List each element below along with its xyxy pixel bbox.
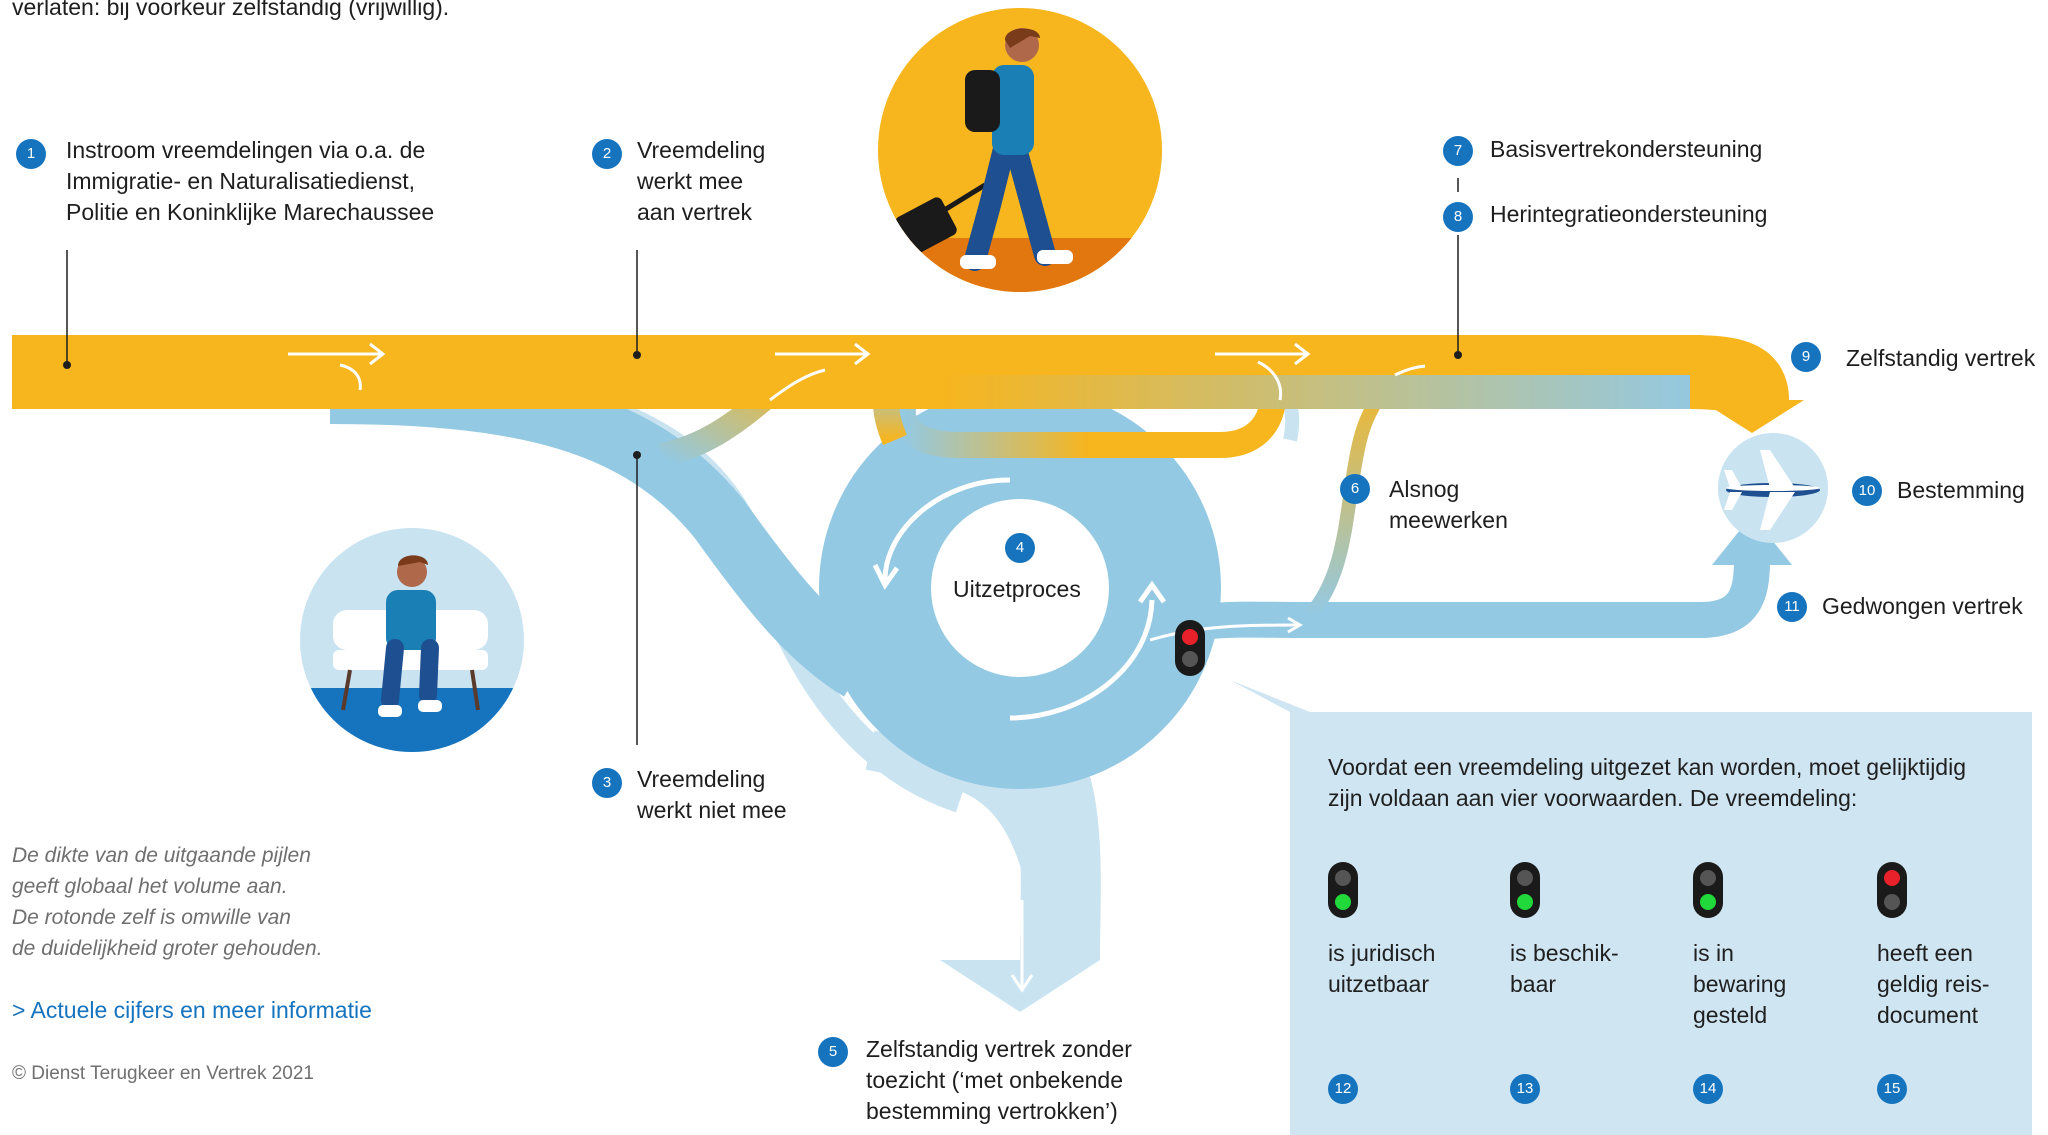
label-step-9: Zelfstandig vertrek: [1846, 345, 2036, 371]
badge-5: 5: [818, 1037, 848, 1067]
label-step-6: Alsnog meewerken: [1389, 476, 1508, 533]
traffic-light-icon: [1693, 862, 1723, 918]
badge-11: 11: [1777, 592, 1807, 622]
badge-9: 9: [1791, 342, 1821, 372]
traffic-light-icon: [1175, 620, 1205, 676]
panel-intro: Voordat een vreemdeling uitgezet kan wor…: [1328, 754, 1966, 811]
label-step-3: Vreemdeling werkt niet mee: [637, 766, 787, 823]
label-step-7: Basisvertrekondersteuning: [1490, 136, 1763, 162]
roundabout-arrows: [872, 477, 1167, 721]
traffic-light-icon: [1328, 862, 1358, 918]
badge-2: 2: [592, 139, 622, 169]
traveler-illustration: [878, 8, 1162, 292]
condition-label: is in bewaring gesteld: [1693, 940, 1787, 1028]
waiting-person-illustration: [300, 528, 524, 752]
badge-7: 7: [1443, 136, 1473, 166]
thickness-note: De dikte van de uitgaande pijlen geeft g…: [12, 844, 323, 960]
header-partial: verlaten: bij voorkeur zelfstandig (vrij…: [12, 0, 450, 20]
condition-13: is beschik- baar 13: [1510, 862, 1660, 1104]
conditions-panel: Voordat een vreemdeling uitgezet kan wor…: [1290, 712, 2032, 1135]
label-step-8: Herintegratieondersteuning: [1490, 201, 1768, 227]
label-step-11: Gedwongen vertrek: [1822, 593, 2023, 619]
badge-6: 6: [1340, 474, 1370, 504]
panel-pointer: [1230, 680, 1310, 712]
more-info-link[interactable]: > Actuele cijfers en meer informatie: [12, 997, 372, 1023]
airplane-icon: [1718, 433, 1828, 543]
flow-yellow-main: [12, 335, 1804, 433]
badge-3: 3: [592, 768, 622, 798]
label-step-2: Vreemdeling werkt mee aan vertrek: [637, 137, 766, 225]
condition-14: is in bewaring gesteld 14: [1693, 862, 1843, 1104]
traffic-light-icon: [1877, 862, 1907, 918]
label-step-4: Uitzetproces: [953, 576, 1081, 602]
badge-1: 1: [16, 139, 46, 169]
condition-15: heeft een geldig reis- document 15: [1877, 862, 2027, 1104]
badge-12: 12: [1328, 1074, 1358, 1104]
copyright: © Dienst Terugkeer en Vertrek 2021: [12, 1063, 314, 1084]
condition-label: is juridisch uitzetbaar: [1328, 940, 1436, 997]
badge-8: 8: [1443, 202, 1473, 232]
flow-direction-arrows: [288, 342, 1426, 993]
label-step-5: Zelfstandig vertrek zonder toezicht (‘me…: [866, 1036, 1132, 1124]
condition-12: is juridisch uitzetbaar 12: [1328, 862, 1478, 1104]
condition-label: heeft een geldig reis- document: [1877, 940, 1990, 1028]
badge-14: 14: [1693, 1074, 1723, 1104]
label-step-10: Bestemming: [1897, 477, 2025, 503]
badge-4: 4: [1005, 533, 1035, 563]
badge-15: 15: [1877, 1074, 1907, 1104]
badge-10: 10: [1852, 476, 1882, 506]
label-step-1: Instroom vreemdelingen via o.a. de Immig…: [66, 137, 435, 225]
leader-lines: [66, 178, 1459, 745]
badge-13: 13: [1510, 1074, 1540, 1104]
leader-dots: [63, 351, 1462, 459]
traffic-light-icon: [1510, 862, 1540, 918]
condition-label: is beschik- baar: [1510, 940, 1619, 997]
